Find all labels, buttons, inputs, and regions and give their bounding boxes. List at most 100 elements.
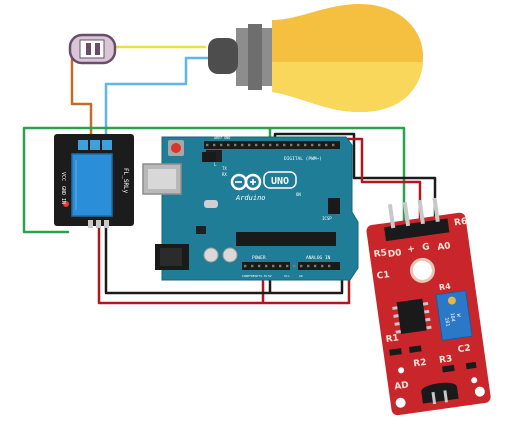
sensor-label-plus: + [407, 244, 416, 255]
header-pin-hole [206, 143, 209, 147]
relay-led-icon [63, 201, 69, 207]
arduino-uno[interactable]: Arduino UNO AREF GND DIGITAL (PWM~) TX R… [142, 136, 359, 281]
digital-header-pins [206, 143, 335, 147]
mounting-hole [474, 386, 485, 397]
sensor-pin [417, 199, 425, 225]
header-pin-hole [276, 143, 279, 147]
infinity-logo-icon [230, 173, 262, 191]
silk-3v3: 3.3V [260, 274, 267, 278]
relay-terminal [78, 140, 88, 150]
silk-5v: 5V [268, 274, 272, 278]
uno-badge [263, 171, 297, 189]
plug-prong [95, 43, 100, 55]
potentiometer[interactable] [435, 290, 473, 341]
header-pin-hole [304, 143, 307, 147]
silk-aref: AREF [214, 136, 222, 140]
header-pin-hole [213, 143, 216, 147]
smd-resistor [465, 361, 477, 370]
pot-label-w: W [455, 313, 461, 318]
sensor-element-lead [443, 390, 449, 403]
analog-header [298, 262, 340, 270]
power-plug[interactable] [68, 33, 117, 65]
sensor-ic-chip [396, 298, 427, 334]
bulb-glass-lower [272, 62, 423, 112]
relay-cube [71, 153, 113, 217]
pot-label-101: 101 [443, 317, 450, 327]
wire-green-relay-arduino-sensor [22, 126, 406, 234]
sensor-label-r6: R6 [454, 217, 468, 229]
header-pin-hole [328, 264, 331, 268]
header-pin-hole [241, 143, 244, 147]
header-pin-hole [258, 264, 261, 268]
header-pin-hole [248, 143, 251, 147]
silk-rx: RX [222, 172, 227, 177]
capacitor [203, 247, 219, 263]
header-pin-hole [220, 143, 223, 147]
silk-tx: TX [222, 166, 227, 171]
relay-pin [104, 220, 109, 228]
header-pin-hole [314, 264, 317, 268]
relay-terminal [90, 140, 100, 150]
relay-pin [88, 220, 93, 228]
header-pin-hole [286, 264, 289, 268]
sensor-pin [402, 201, 411, 227]
reset-button-cap [171, 143, 181, 153]
sensor-label-g: G [422, 242, 431, 253]
wire-blue-plug-to-relay [104, 56, 212, 152]
header-pin-hole [311, 143, 314, 147]
sensor-label-r2: R2 [413, 358, 427, 370]
header-pin-hole [279, 264, 282, 268]
arduino-brand-text: Arduino [235, 194, 266, 202]
silk-a0: A0 [299, 274, 303, 278]
sensor-label-ad: AD [394, 380, 410, 392]
icsp-header [328, 198, 340, 214]
header-pin-hole [300, 264, 303, 268]
header-pin-hole [269, 143, 272, 147]
sensor-pin [387, 203, 396, 229]
relay-pin-label-in: IN [60, 198, 66, 204]
capacitor [222, 247, 238, 263]
silk-on: ON [296, 192, 301, 197]
arduino-model-text: UNO [271, 176, 289, 187]
sensor-label-a0: A0 [437, 241, 451, 253]
sensor-element [421, 382, 459, 404]
header-pin-hole [325, 143, 328, 147]
mounting-hole [395, 397, 406, 408]
sensor-label-r5: R5 [373, 248, 387, 260]
smd-resistor [389, 348, 402, 356]
sensor-label-r3: R3 [439, 354, 453, 366]
digital-header [204, 141, 340, 149]
plug-face [79, 39, 105, 59]
light-bulb[interactable] [208, 4, 423, 112]
usb-port-inner [148, 169, 176, 189]
sensor-header [384, 218, 450, 242]
header-pin-hole [244, 264, 247, 268]
silk-ioref: IOREF [242, 274, 251, 278]
sensor-led-icon [471, 377, 478, 384]
sensor-label-c1: C1 [376, 270, 390, 282]
pot-label-104: 104 [449, 312, 456, 322]
sensor-label-c2: C2 [457, 343, 471, 355]
crystal [204, 200, 218, 208]
header-pin-hole [321, 264, 324, 268]
silk-vin: Vin [284, 274, 290, 278]
sensor-module[interactable]: R6 R5 D0 + G A0 C1 R4 R1 R2 R3 C2 AD [363, 194, 492, 416]
power-plug-icon [86, 43, 91, 55]
silk-analog: ANALOG IN [306, 255, 331, 261]
small-chip [196, 226, 206, 234]
header-pin-hole [234, 143, 237, 147]
bulb-socket-ring [248, 24, 262, 90]
sensor-label-d0: D0 [387, 248, 402, 260]
relay-module[interactable]: FL_SRLy VCC GND IN [54, 134, 134, 228]
smd-resistor [442, 364, 455, 373]
relay-label: FL_SRLy [122, 168, 129, 194]
silk-digital: DIGITAL (PWM~) [284, 156, 322, 162]
silk-reset: RESET [251, 274, 260, 278]
header-pin-hole [265, 264, 268, 268]
bulb-socket-cap [208, 38, 238, 74]
header-pin-hole [297, 143, 300, 147]
header-pin-hole [290, 143, 293, 147]
relay-pin-label-gnd: GND [60, 186, 66, 195]
